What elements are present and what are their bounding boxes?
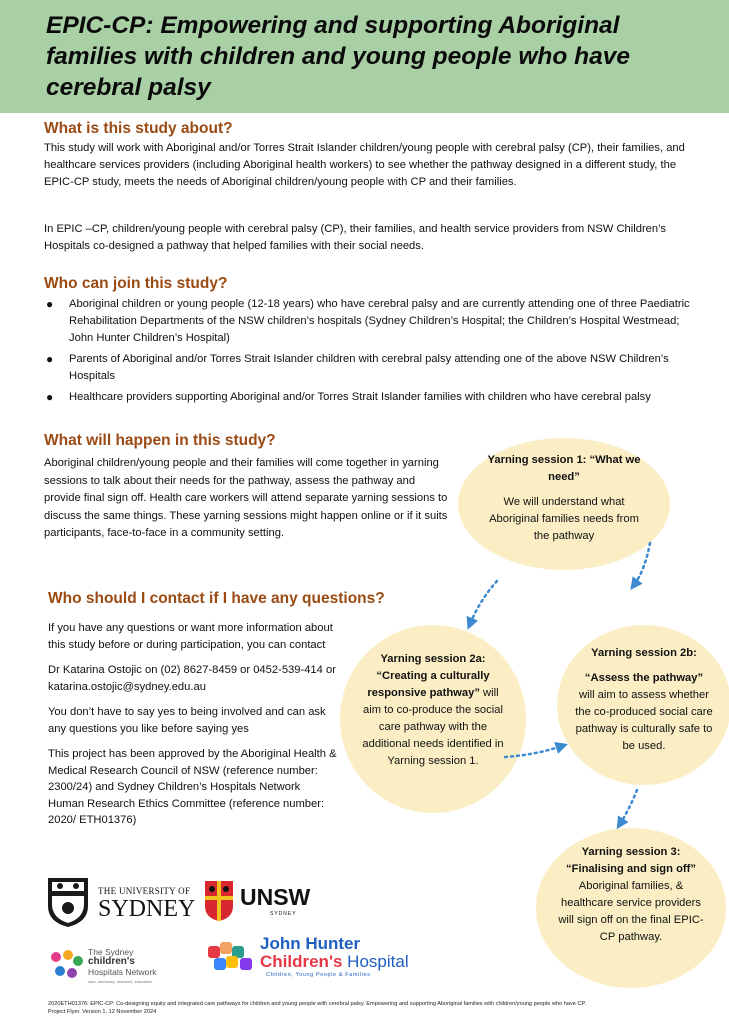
schn-line3: Hospitals Network — [88, 967, 157, 977]
unsw-crest-icon — [205, 881, 233, 921]
schn-line2: children's — [88, 956, 135, 967]
jhch-logo: John Hunter Children's Hospital Children… — [206, 934, 466, 984]
contact-paragraph-3: You don’t have to say yes to being invol… — [48, 706, 326, 735]
schn-tagline: care, advocacy, research, education — [88, 979, 152, 984]
jhch-tagline: Children, Young People & Families — [266, 972, 371, 978]
session-title: Yarning session 3: — [581, 846, 681, 858]
session-quote: “Creating a culturally responsive pathwa… — [367, 670, 490, 699]
jhch-hospital: Hospital — [342, 952, 409, 971]
bullet-icon: ● — [46, 352, 54, 366]
session-quote: “Finalising and sign off” — [566, 863, 696, 875]
schn-line1: The Sydney — [88, 947, 134, 957]
unsw-sub: SYDNEY — [270, 911, 297, 917]
session-body: Aboriginal families, & healthcare servic… — [558, 880, 704, 943]
list-item: ● Healthcare providers supporting Aborigi… — [44, 389, 694, 406]
happen-paragraph: Aboriginal children/young people and the… — [44, 457, 448, 539]
usyd-name-line1: THE UNIVERSITY OF — [98, 886, 191, 896]
contact-paragraph-4: This project has been approved by the Ab… — [48, 748, 337, 826]
list-item: ● Aboriginal children or young people (12… — [44, 296, 694, 347]
list-item: ● Parents of Aboriginal and/or Torres Str… — [44, 351, 694, 385]
yarning-session-2b: Yarning session 2b: “Assess the pathway”… — [557, 625, 729, 785]
session-title: Yarning session 1: “What we need” — [487, 454, 641, 483]
session-title: Yarning session 2a: — [380, 653, 486, 665]
usyd-name-line2: SYDNEY — [98, 896, 196, 922]
usyd-logo: THE UNIVERSITY OF SYDNEY — [46, 876, 196, 928]
session-body: We will understand what Aboriginal famil… — [489, 496, 639, 542]
contact-heading: Who should I contact if I have any quest… — [48, 590, 385, 607]
jhch-childrens: Children's — [260, 952, 343, 971]
session-body: will aim to assess whether the co-produc… — [575, 689, 713, 752]
contact-paragraph-1: If you have any questions or want more i… — [48, 622, 333, 651]
contact-section: If you have any questions or want more i… — [48, 620, 338, 838]
list-item-text: Aboriginal children or young people (12-… — [69, 298, 690, 344]
usyd-crest-icon — [48, 878, 88, 927]
footer-line-2: Project Flyer. Version 1. 12 November 20… — [48, 1009, 157, 1015]
list-item-text: Parents of Aboriginal and/or Torres Stra… — [69, 353, 669, 382]
footer-line-1: 2020ETH01376: EPIC-CP: Co-designing equi… — [48, 1001, 587, 1007]
happen-heading: What will happen in this study? — [44, 432, 276, 449]
unsw-name: UNSW — [240, 884, 311, 910]
arrow-2a-to-2b — [503, 742, 568, 759]
about-paragraph-1: This study will work with Aboriginal and… — [44, 142, 685, 188]
jhch-puzzle-icon — [208, 942, 252, 970]
jhch-line2: Children's Hospital — [260, 952, 409, 972]
bullet-icon: ● — [46, 297, 54, 311]
bullet-icon: ● — [46, 390, 54, 404]
arrow-2b-to-3 — [616, 788, 639, 830]
session-quote: “Assess the pathway” — [584, 672, 704, 684]
yarning-session-3: Yarning session 3: “Finalising and sign … — [536, 828, 726, 988]
join-heading: Who can join this study? — [44, 275, 228, 292]
arrow-1-to-2b — [630, 541, 652, 591]
list-item-text: Healthcare providers supporting Aborigin… — [69, 391, 651, 403]
eligibility-list: ● Aboriginal children or young people (12… — [44, 296, 694, 410]
about-heading: What is this study about? — [44, 120, 233, 137]
yarning-session-2a: Yarning session 2a: “Creating a cultural… — [340, 625, 526, 813]
unsw-logo: UNSW SYDNEY — [204, 880, 316, 926]
arrow-to-2a — [466, 579, 499, 630]
about-paragraph-2: In EPIC –CP, children/young people with … — [44, 223, 667, 252]
session-body: will aim to co-produce the social care p… — [362, 687, 504, 767]
jhch-line1: John Hunter — [260, 934, 361, 953]
yarning-session-1: Yarning session 1: “What we need” We wil… — [458, 438, 670, 570]
contact-paragraph-2: Dr Katarina Ostojic on (02) 8627-8459 or… — [48, 664, 336, 693]
page-title: EPIC-CP: Empowering and supporting Abori… — [46, 12, 631, 101]
footer: 2020ETH01376: EPIC-CP: Co-designing equi… — [48, 1000, 718, 1016]
title-banner: EPIC-CP: Empowering and supporting Abori… — [0, 0, 729, 113]
session-title: Yarning session 2b: — [591, 647, 697, 659]
schn-figures-icon — [51, 950, 83, 978]
schn-logo: The Sydney children's Hospitals Network … — [48, 943, 178, 991]
